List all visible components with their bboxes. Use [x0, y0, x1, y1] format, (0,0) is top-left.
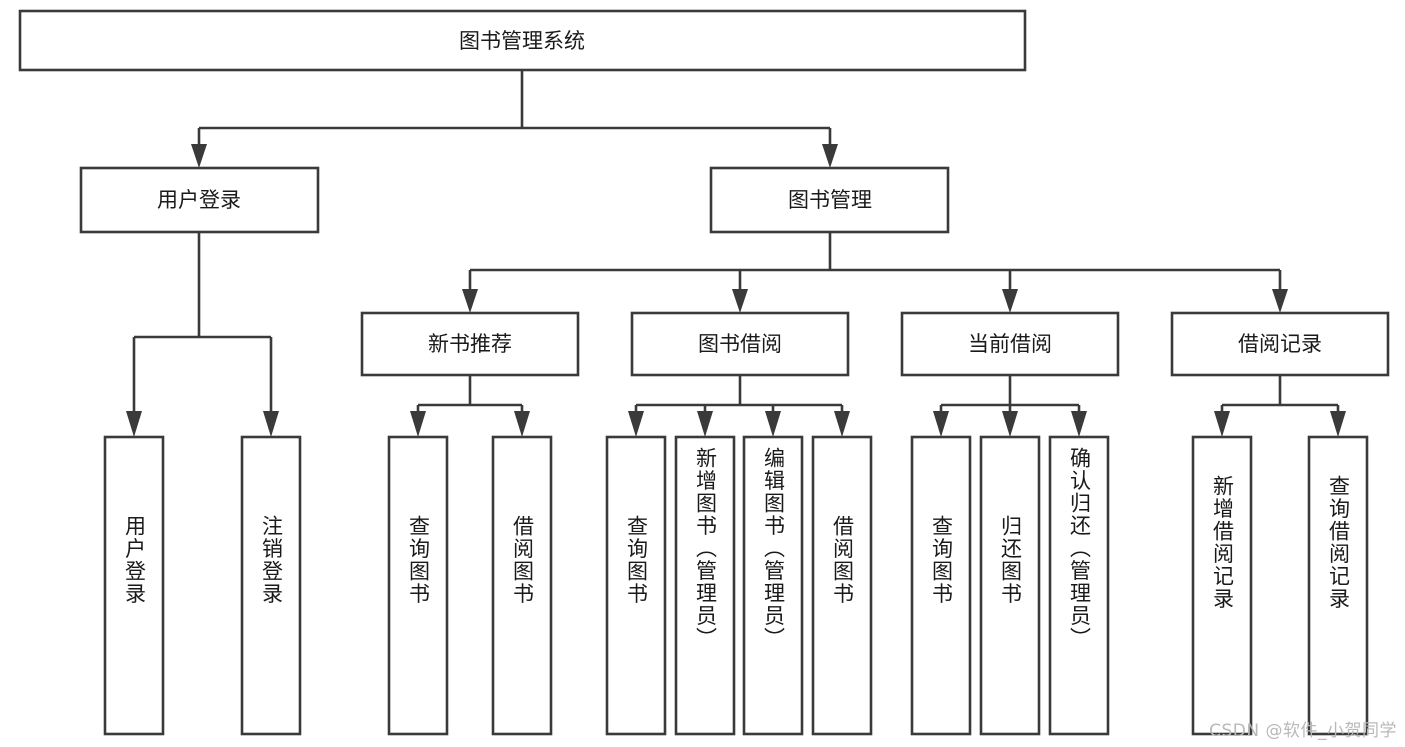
node-root-box[interactable] — [18, 9, 1027, 72]
node-book-borrow-box[interactable] — [630, 311, 850, 377]
node-book-manage-box[interactable] — [709, 166, 950, 234]
node-root[interactable]: 图书管理系统 — [18, 9, 1027, 72]
arrow-to-current-borrow — [1002, 289, 1018, 313]
edge-group-book-manage-to-level3 — [462, 232, 1288, 313]
arrow-to-borrow-record — [1272, 289, 1288, 313]
arrow-to-leaf-edit-book — [765, 411, 781, 437]
node-new-book-recommend-label: 新书推荐 — [428, 332, 512, 356]
arrow-to-leaf-borrow-book-1 — [514, 411, 530, 437]
edge-group-user-login-to-leaves — [126, 232, 279, 437]
arrow-to-leaf-user-login — [126, 411, 142, 437]
node-current-borrow[interactable]: 当前借阅 — [900, 311, 1120, 377]
arrow-to-leaf-query-book-2 — [628, 411, 644, 437]
edge-group-borrow-record-to-leaves — [1214, 375, 1346, 437]
arrow-to-leaf-query-record — [1330, 411, 1346, 437]
node-borrow-record-box[interactable] — [1170, 311, 1390, 377]
arrow-to-book-borrow — [732, 289, 748, 313]
node-borrow-record[interactable]: 借阅记录 — [1170, 311, 1390, 377]
arrow-to-leaf-add-record — [1214, 411, 1230, 437]
node-user-login-label: 用户登录 — [157, 188, 241, 212]
node-book-borrow[interactable]: 图书借阅 — [630, 311, 850, 377]
edge-group-book-borrow-to-leaves — [628, 375, 850, 437]
leaf-box-query-book-3[interactable] — [910, 435, 972, 736]
arrow-to-new-book-recommend — [462, 289, 478, 313]
node-new-book-recommend-box[interactable] — [360, 311, 580, 377]
leaf-box-user-logout[interactable] — [240, 435, 302, 736]
arrow-to-leaf-query-book-1 — [410, 411, 426, 437]
edge-group-new-book-recommend-to-leaves — [410, 375, 530, 437]
node-book-borrow-label: 图书借阅 — [698, 332, 782, 356]
leaf-boxes — [103, 435, 1369, 736]
edge-group-root-to-level2 — [191, 70, 838, 168]
node-current-borrow-label: 当前借阅 — [968, 332, 1052, 356]
leaf-box-borrow-book-2[interactable] — [811, 435, 873, 736]
node-book-manage-label: 图书管理 — [788, 188, 872, 212]
arrow-to-user-login — [191, 144, 207, 168]
arrow-to-book-manage — [822, 144, 838, 168]
leaf-box-query-book-2[interactable] — [605, 435, 667, 736]
node-current-borrow-box[interactable] — [900, 311, 1120, 377]
leaf-box-add-book[interactable] — [674, 435, 736, 736]
node-book-manage[interactable]: 图书管理 — [709, 166, 950, 234]
arrow-to-leaf-add-book — [697, 411, 713, 437]
node-new-book-recommend[interactable]: 新书推荐 — [360, 311, 580, 377]
arrow-to-leaf-borrow-book-2 — [834, 411, 850, 437]
leaf-box-user-login[interactable] — [103, 435, 165, 736]
leaf-box-borrow-book-1[interactable] — [491, 435, 553, 736]
leaf-box-return-book[interactable] — [979, 435, 1041, 736]
node-user-login[interactable]: 用户登录 — [79, 166, 320, 234]
edge-group-current-borrow-to-leaves — [933, 375, 1087, 437]
arrow-to-leaf-user-logout — [263, 411, 279, 437]
leaf-box-query-record[interactable] — [1307, 435, 1369, 736]
leaf-box-query-book-1[interactable] — [387, 435, 449, 736]
node-borrow-record-label: 借阅记录 — [1238, 332, 1322, 356]
arrow-to-leaf-confirm-return — [1071, 411, 1087, 437]
node-root-label: 图书管理系统 — [459, 29, 585, 53]
leaf-box-add-record[interactable] — [1191, 435, 1253, 736]
leaf-box-confirm-return[interactable] — [1048, 435, 1110, 736]
node-user-login-box[interactable] — [79, 166, 320, 234]
leaf-box-edit-book[interactable] — [742, 435, 804, 736]
arrow-to-leaf-return-book — [1002, 411, 1018, 437]
arrow-to-leaf-query-book-3 — [933, 411, 949, 437]
